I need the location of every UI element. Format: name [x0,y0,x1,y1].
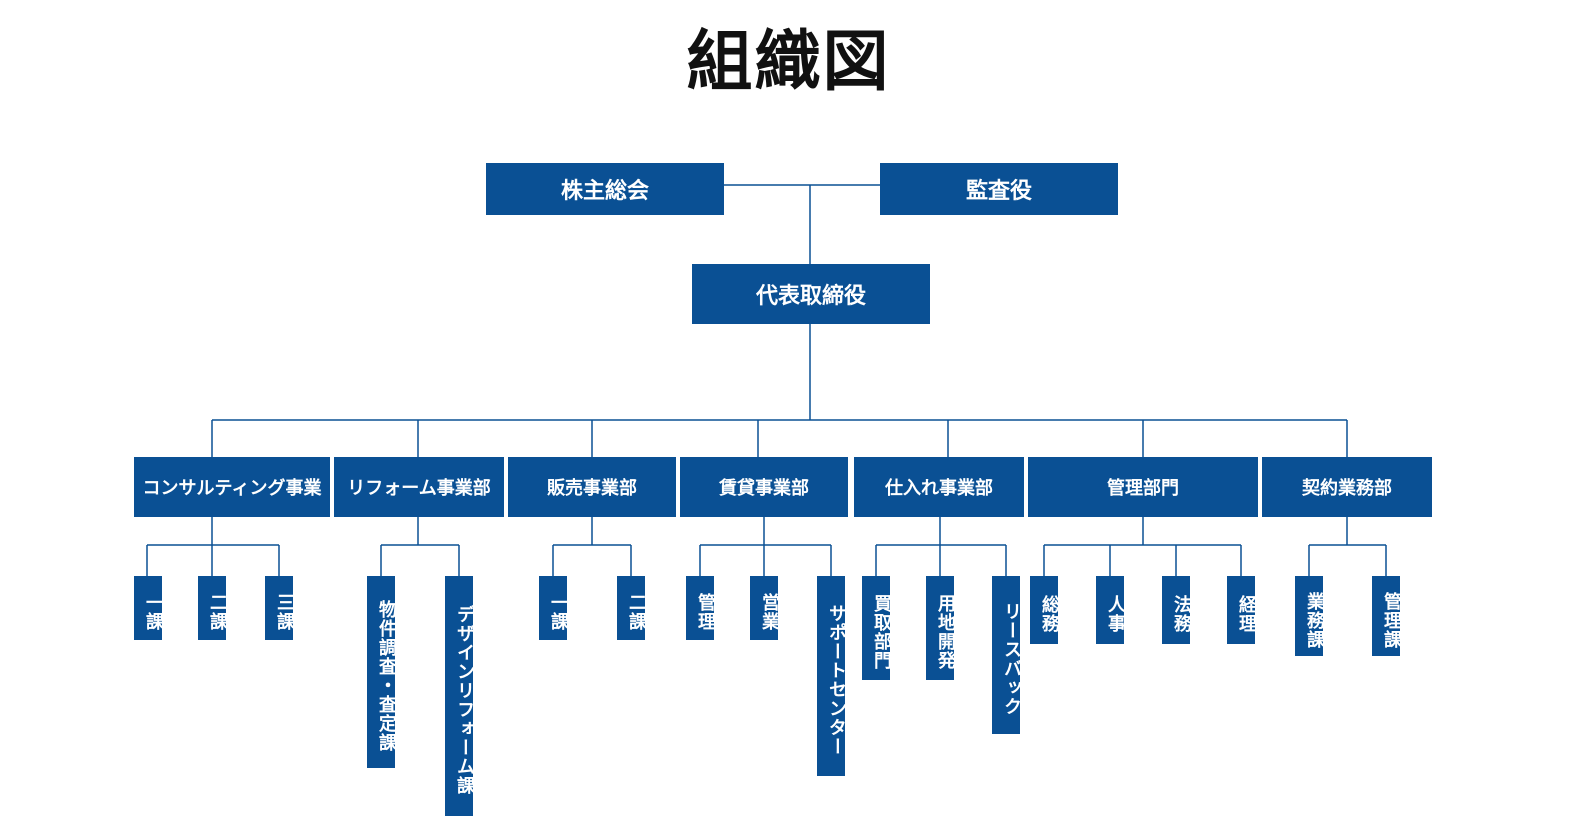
department-box: 販売事業部 [508,457,676,517]
page-title: 組織図 [686,22,891,100]
department-box: 仕入れ事業部 [854,457,1024,517]
sub-unit-box: リースバック [992,576,1022,734]
sub-unit-box: 総務 [1030,576,1060,644]
sub-unit-box: 経理 [1227,576,1257,644]
sub-unit-box: 管理課 [1372,576,1402,656]
department-box: 賃貸事業部 [680,457,848,517]
sub-unit-box: 人事 [1096,576,1126,644]
sub-unit-box: 法務 [1162,576,1192,644]
ceo-box: 代表取締役 [692,264,930,324]
sub-unit-box: 一課 [539,576,569,640]
department-box: コンサルティング事業 [134,457,330,517]
sub-unit-box: 管理 [686,576,716,640]
department-box: リフォーム事業部 [334,457,504,517]
shareholders-box: 株主総会 [486,163,724,215]
sub-unit-box: 物件調査・査定課 [367,576,397,768]
department-box: 契約業務部 [1262,457,1432,517]
sub-unit-box: デザインリフォーム課 [445,576,475,816]
sub-unit-box: 三課 [265,576,295,640]
auditor-box: 監査役 [880,163,1118,215]
sub-unit-box: 営業 [750,576,780,640]
sub-unit-box: 一課 [134,576,164,640]
sub-unit-box: 用地開発 [926,576,956,680]
department-box: 管理部門 [1028,457,1258,517]
sub-unit-box: 業務課 [1295,576,1325,656]
sub-unit-box: 買取部門 [862,576,892,680]
sub-unit-box: サポートセンター [817,576,847,776]
sub-unit-box: 二課 [617,576,647,640]
sub-unit-box: 二課 [198,576,228,640]
